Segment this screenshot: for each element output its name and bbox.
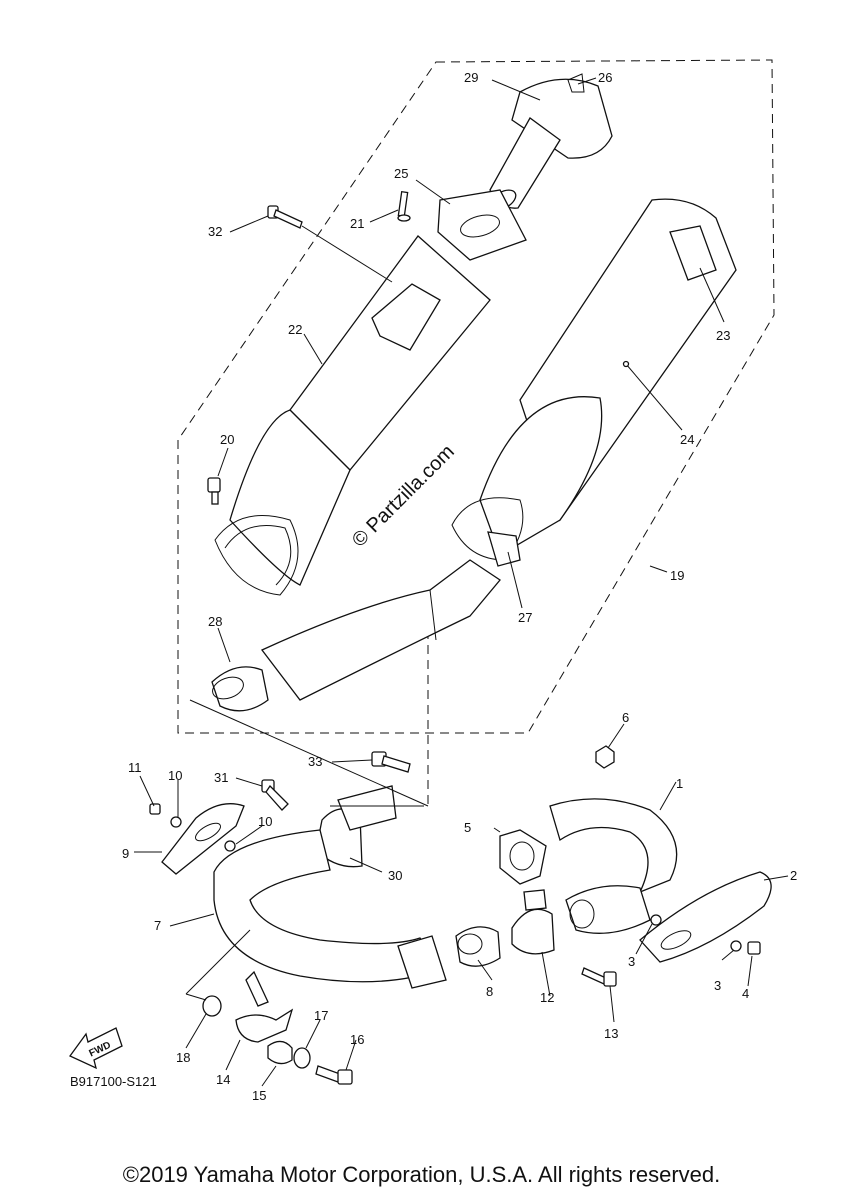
bolt-16 [315, 1065, 353, 1085]
fwd-arrow-icon: FWD [69, 1027, 123, 1070]
callout-10b: 10 [258, 814, 272, 829]
copyright-notice: ©2019 Yamaha Motor Corporation, U.S.A. A… [122, 1162, 721, 1187]
callout-30: 30 [388, 868, 402, 883]
screw-21 [397, 190, 411, 222]
callout-24: 24 [680, 432, 694, 447]
washer-3b [730, 940, 742, 952]
gasket-25 [437, 189, 527, 261]
end-cap-29 [489, 73, 613, 211]
washer-10b [224, 840, 236, 852]
damper-18 [202, 995, 222, 1017]
sleeve-28 [211, 666, 269, 712]
diagram-code: B917100-S121 [70, 1074, 157, 1089]
callout-27: 27 [518, 610, 532, 625]
bolt-4 [747, 941, 761, 955]
washer-3a [650, 914, 662, 926]
protector-9 [161, 803, 245, 875]
callout-8: 8 [486, 984, 493, 999]
callout-6: 6 [622, 710, 629, 725]
clamp-12 [511, 889, 555, 955]
exhaust-pipe-7 [213, 829, 447, 989]
bolt-13 [581, 967, 617, 987]
callout-10a: 10 [168, 768, 182, 783]
gasket-5 [499, 829, 547, 885]
callout-20: 20 [220, 432, 234, 447]
callout-23: 23 [716, 328, 730, 343]
callout-17: 17 [314, 1008, 328, 1023]
watermark: © Partzilla.com [348, 441, 459, 552]
muffler-assembly-24 [451, 198, 737, 567]
bolt-31 [261, 779, 289, 811]
callout-28: 28 [208, 614, 222, 629]
callout-13: 13 [604, 1026, 618, 1041]
leader-lines [134, 77, 789, 1087]
muffler-body-22 [214, 235, 491, 596]
callout-4: 4 [742, 986, 749, 1001]
callout-2: 2 [790, 868, 797, 883]
callout-labels: 1 2 3 3 4 5 6 7 8 9 10 10 11 12 13 14 15… [122, 70, 797, 1103]
screw-11 [149, 803, 161, 815]
callout-33: 33 [308, 754, 322, 769]
callout-31: 31 [214, 770, 228, 785]
callout-26: 26 [598, 70, 612, 85]
callout-5: 5 [464, 820, 471, 835]
callout-32: 32 [208, 224, 222, 239]
clamp-30 [315, 785, 397, 868]
bracket-14 [235, 970, 294, 1043]
callout-21: 21 [350, 216, 364, 231]
screw-20 [207, 477, 221, 505]
gasket-8 [455, 926, 501, 967]
callout-7: 7 [154, 918, 161, 933]
washer-17 [293, 1047, 311, 1069]
muffler-assembly-outline [177, 59, 775, 734]
callout-18: 18 [176, 1050, 190, 1065]
callout-22: 22 [288, 322, 302, 337]
bolt-33 [371, 751, 411, 773]
exhaust-pipe-1 [549, 798, 678, 934]
callout-16: 16 [350, 1032, 364, 1047]
callout-1: 1 [676, 776, 683, 791]
bolt-32 [267, 205, 303, 229]
link-pipe-19 [260, 559, 501, 701]
callout-11: 11 [128, 760, 142, 775]
callout-15: 15 [252, 1088, 266, 1103]
callout-3b: 3 [714, 978, 721, 993]
callout-19: 19 [670, 568, 684, 583]
nut-6 [595, 745, 615, 769]
washer-10a [170, 816, 182, 828]
protector-2 [639, 871, 772, 963]
collar-15 [267, 1040, 293, 1065]
callout-14: 14 [216, 1072, 230, 1087]
callout-9: 9 [122, 846, 129, 861]
callout-29: 29 [464, 70, 478, 85]
callout-3a: 3 [628, 954, 635, 969]
callout-12: 12 [540, 990, 554, 1005]
callout-25: 25 [394, 166, 408, 181]
